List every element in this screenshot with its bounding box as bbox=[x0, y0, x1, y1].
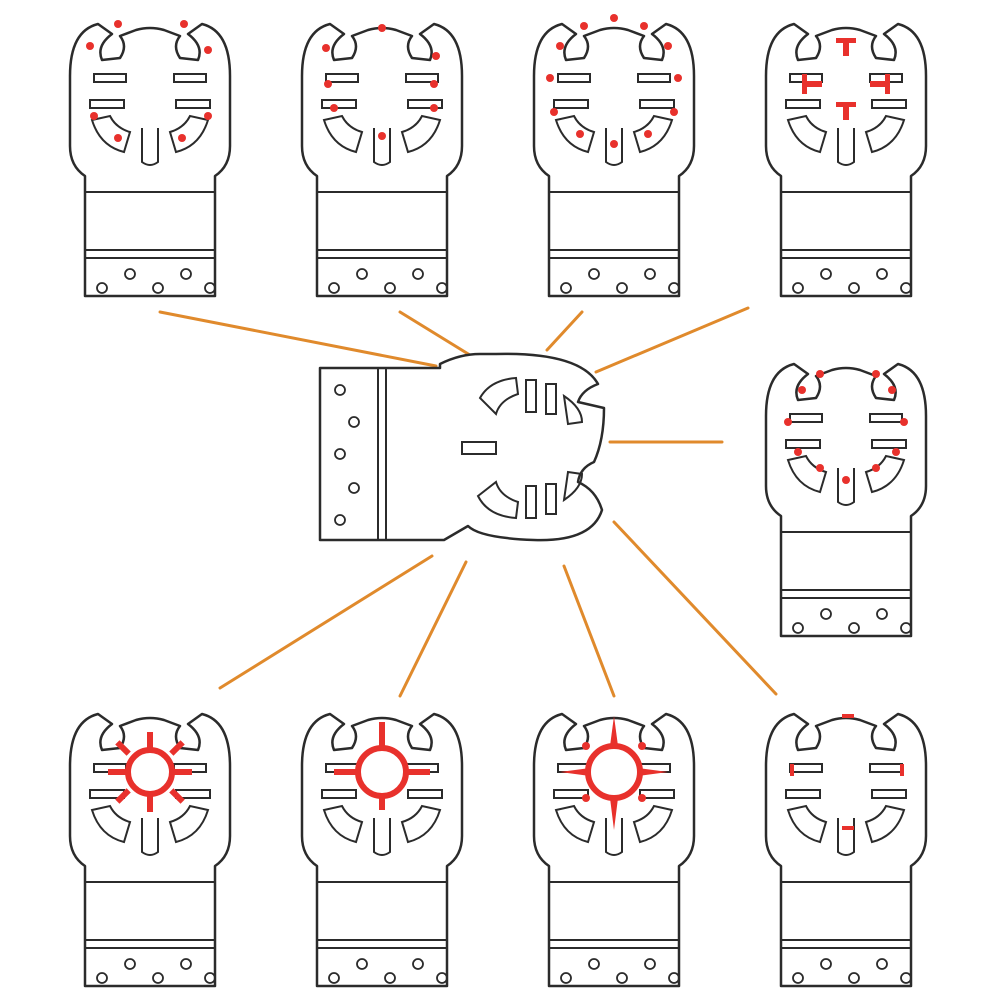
blade-bottom-1 bbox=[68, 712, 232, 988]
blade-bottom-3 bbox=[532, 712, 696, 988]
blade-bottom-2 bbox=[300, 712, 464, 988]
connector-top-4 bbox=[594, 306, 750, 374]
connector-top-3 bbox=[545, 310, 584, 352]
blade-right-mid bbox=[764, 362, 928, 638]
connector-lines bbox=[158, 306, 778, 698]
connector-bottom-4 bbox=[612, 520, 778, 696]
connector-bottom-3 bbox=[562, 564, 616, 698]
blade-top-1 bbox=[68, 20, 232, 298]
connector-top-2 bbox=[398, 310, 480, 362]
connector-bottom-2 bbox=[398, 560, 468, 698]
blade-top-2 bbox=[300, 22, 464, 298]
blade-top-3 bbox=[532, 14, 696, 298]
center-blade bbox=[318, 352, 606, 542]
connector-bottom-1 bbox=[218, 554, 434, 690]
blade-bottom-4 bbox=[764, 712, 928, 988]
connector-top-1 bbox=[158, 310, 438, 368]
blade-top-4 bbox=[764, 22, 928, 298]
